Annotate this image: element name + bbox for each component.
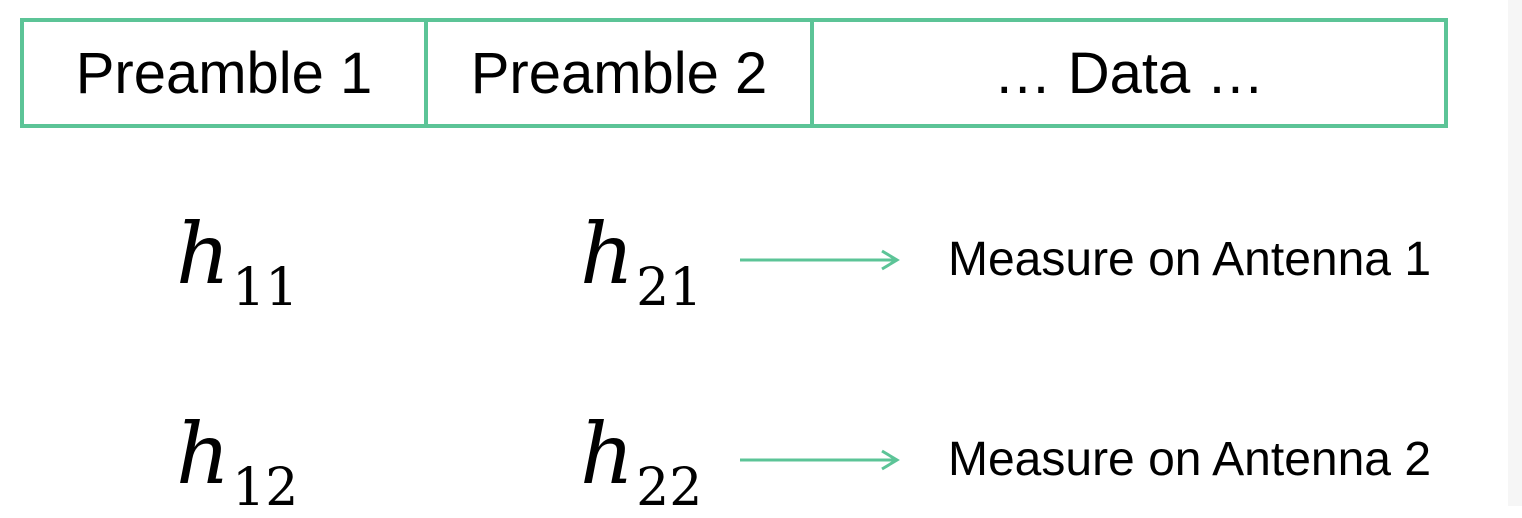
antenna-1-label: Measure on Antenna 1 [948,233,1432,286]
data-label: … Data … [993,40,1265,106]
channel-subscript: 22 [636,458,703,518]
antenna-2-label: Measure on Antenna 2 [948,433,1432,486]
preamble-2-box: Preamble 2 [424,18,814,128]
channel-h21: h21 [580,212,702,314]
channel-symbol: h [580,405,635,503]
right-edge-strip [1508,0,1522,506]
preamble-2-label: Preamble 2 [470,40,768,106]
arrow-right-icon [740,449,900,471]
channel-subscript: 21 [636,258,703,318]
channel-symbol: h [176,205,231,303]
channel-subscript: 11 [232,258,299,318]
preamble-1-label: Preamble 1 [75,40,373,106]
data-box: … Data … [810,18,1448,128]
channel-subscript: 12 [232,458,299,518]
channel-h22: h22 [580,412,702,514]
channel-symbol: h [176,405,231,503]
channel-h12: h12 [176,412,298,514]
preamble-1-box: Preamble 1 [20,18,428,128]
packet-frame: Preamble 1 Preamble 2 … Data … [20,18,1450,128]
arrow-right-icon [740,249,900,271]
channel-h11: h11 [176,212,298,314]
channel-symbol: h [580,205,635,303]
